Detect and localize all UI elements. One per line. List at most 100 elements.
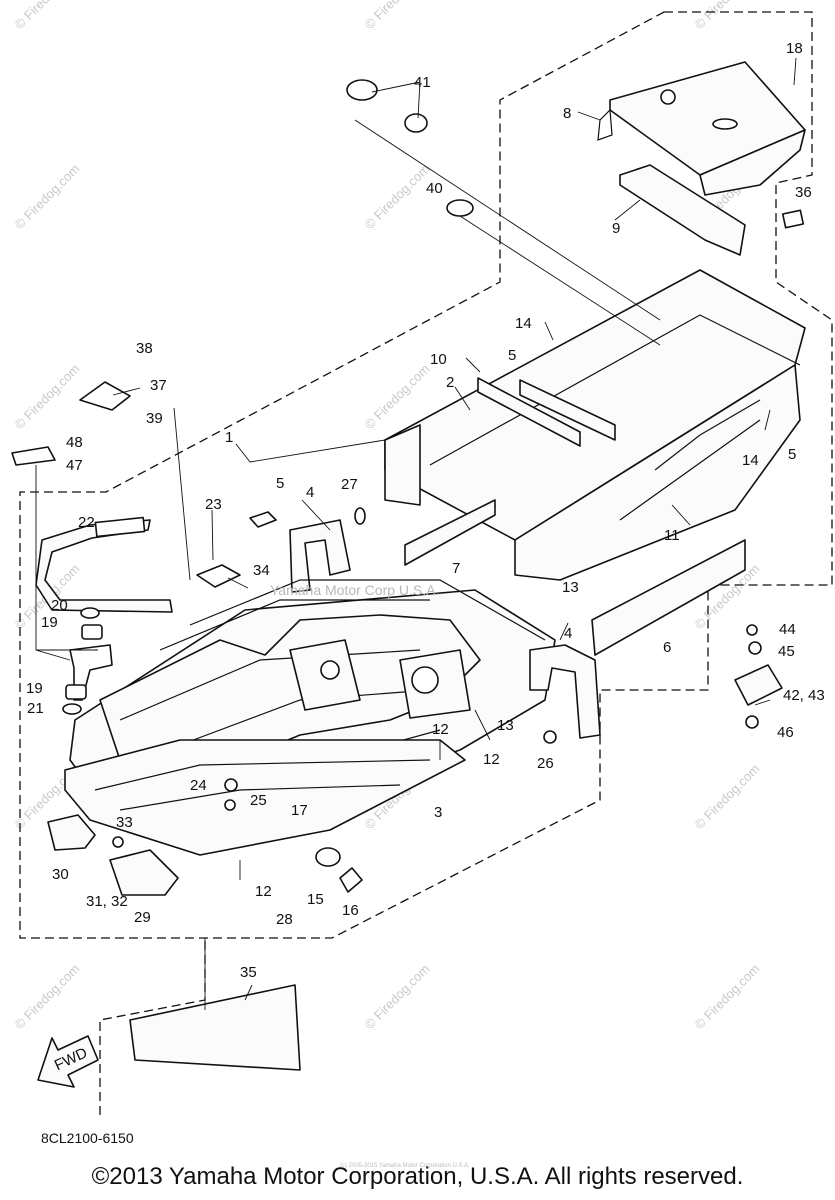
washer-45 [748,641,762,655]
callout-46: 46 [777,724,794,741]
bellow-30 [47,814,96,851]
leader-line [577,111,601,121]
steering-column [62,607,113,715]
callout-2: 2 [446,374,454,391]
callout-4: 4 [564,625,572,642]
callout-27: 27 [341,476,358,493]
cap-40 [446,199,474,217]
callout-48: 48 [66,434,83,451]
callout-40: 40 [426,180,443,197]
callout-3: 3 [434,804,442,821]
callout-25: 25 [250,792,267,809]
callout-45: 45 [778,643,795,660]
leader-line [354,119,661,321]
cap-41a [346,79,378,101]
bracket-5 [249,511,277,528]
rack-hole [660,89,676,105]
callout-1: 1 [225,429,233,446]
clip-part-36 [781,209,805,229]
bracket-48 [11,446,56,466]
leader-line [227,577,249,589]
side-rails [384,377,746,656]
callout-6: 6 [663,639,671,656]
bracket-37 [79,381,131,411]
rail-plate-7 [404,499,496,566]
callout-16: 16 [342,902,359,919]
mount-boss [411,666,439,694]
rail-10 [477,377,581,447]
callout-23: 23 [205,496,222,513]
bracket-34 [196,564,241,588]
rack-lip [597,108,613,141]
frame-rail [159,599,430,651]
leader-line [173,407,191,581]
leader-line [754,699,771,706]
steering-bar [35,516,173,613]
callout-8: 8 [563,105,571,122]
bushing-19b [65,684,87,700]
callout-36: 36 [795,184,812,201]
leader-line [793,57,797,86]
callout-17: 17 [291,802,308,819]
rubber-mount [734,664,783,706]
callouts: 1 2 3 4 4 5 5 5 6 7 8 9 10 11 12 12 12 1… [26,40,825,981]
nut-46 [745,715,759,729]
nut-33 [112,836,124,848]
watermark: © Firedog.com [12,961,83,1032]
callout-34: 34 [253,562,270,579]
leader-line [474,709,491,741]
callout-38: 38 [136,340,153,357]
callout-7: 7 [452,560,460,577]
bolt-44 [746,624,758,636]
callout-11: 11 [664,527,680,544]
grip-22 [94,516,146,538]
leader-line [371,81,421,93]
callout-14: 14 [742,452,759,469]
callout-30: 30 [52,866,69,883]
lower-frame-rib [119,784,401,811]
watermark: © Firedog.com [12,361,83,432]
callout-31-32: 31, 32 [86,893,128,910]
watermark: © Firedog.com [362,961,433,1032]
cap-41b [404,113,428,133]
copyright-notice: ©2013 Yamaha Motor Corporation, U.S.A. A… [91,1163,744,1190]
leader-line [235,439,386,463]
leader-line [112,387,141,396]
leader-line [671,504,691,526]
callout-39: 39 [146,410,163,427]
screw-27 [354,507,366,525]
callout-29: 29 [134,909,151,926]
callout-13: 13 [497,717,514,734]
nut-26 [543,730,557,744]
grommet-25 [224,799,236,811]
bushing-21 [62,703,82,715]
callout-37: 37 [150,377,167,394]
drawing-code: 8CL2100-6150 [41,1130,134,1146]
rack-base [619,164,746,256]
watermark: © Firedog.com [692,761,763,832]
leader-line [614,199,641,221]
watermark: © Firedog.com [12,161,83,232]
frame-rail [189,579,546,641]
callout-44: 44 [779,621,796,638]
rack-slot [712,118,738,130]
roll-bar-4 [289,519,351,593]
watermark: © Firedog.com [362,161,433,232]
small-print: (c) 2005-2015 Yamaha Motor Corporation U… [340,1163,470,1169]
handlebar-22 [35,519,173,613]
callout-19: 19 [41,614,58,631]
mount-42-43 [734,624,783,729]
leader-lines [35,57,797,1010]
callout-5: 5 [276,475,284,492]
fwd-arrow: FWD [37,1035,99,1088]
frame-assembly-boundary [19,11,833,939]
watermark: © Firedog.com [12,0,83,32]
leader-line [459,215,661,346]
rail-14 [519,379,616,441]
leader-line [454,386,471,411]
leader-line [559,622,569,641]
callout-20: 20 [51,597,68,614]
leader-line [244,984,253,1001]
watermark: © Firedog.com [692,0,763,32]
